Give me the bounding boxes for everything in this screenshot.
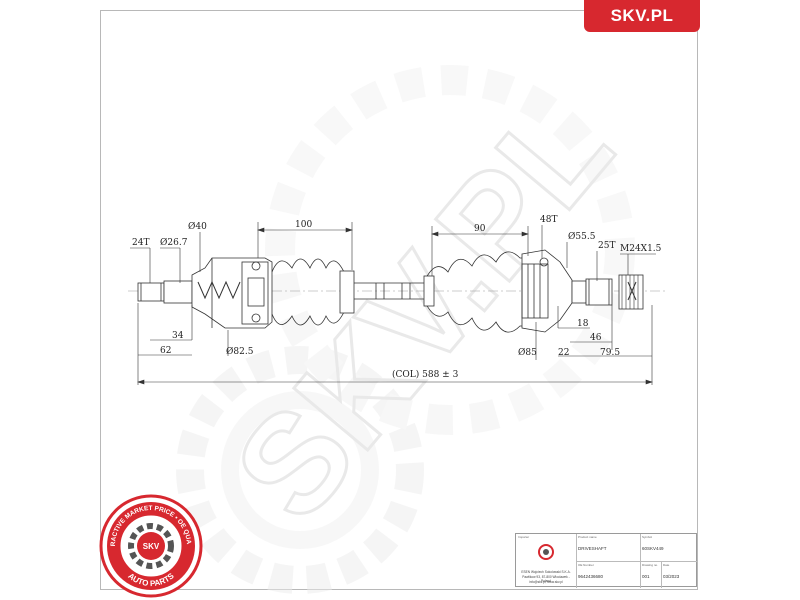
- tb-oe-label: OE Number: [578, 563, 594, 567]
- seal-outer-text: ATTRACTIVE MARKET PRICE • OE QUALITY: [0, 0, 192, 546]
- dimension-labels: 24T Ø26.7 Ø40 100 90 48T Ø55.5 25T M24X1…: [132, 215, 662, 380]
- dim-phi-26-7: Ø26.7: [160, 237, 188, 248]
- brand-logo-tab: SKV.PL: [584, 0, 700, 32]
- dim-62: 62: [160, 346, 171, 356]
- brand-name: SKV.PL: [610, 6, 674, 25]
- tb-company-line1: ESEN Wojciech Sokolowski S.K.A.: [521, 570, 571, 574]
- dim-phi-82-5: Ø82.5: [226, 346, 254, 357]
- title-block: Importer ESEN Wojciech Sokolowski S.K.A.…: [515, 533, 698, 588]
- tb-symbol-value: 60SKV449: [642, 546, 664, 551]
- tb-product-label: Product name: [578, 535, 597, 539]
- dim-18: 18: [577, 319, 589, 329]
- tb-company-line3: info@skv.pl, www.skv.pl: [529, 580, 563, 584]
- tb-date-label: Date: [663, 563, 670, 567]
- dim-m24: M24X1.5: [620, 244, 662, 254]
- tb-importer-logo: [538, 544, 554, 560]
- dim-25t: 25T: [598, 241, 615, 251]
- driveshaft-body: [137, 249, 644, 333]
- dim-phi-55-5: Ø55.5: [568, 231, 596, 242]
- tb-symbol-label: Symbol: [642, 535, 653, 539]
- tb-date-value: 03/2023: [663, 574, 680, 579]
- tb-drawing-no-value: 001: [642, 574, 650, 579]
- dim-34: 34: [172, 331, 184, 341]
- dimension-lines: [130, 222, 656, 385]
- dim-phi-85: Ø85: [518, 347, 537, 358]
- tb-oe-value: 9642436680: [578, 574, 604, 579]
- dim-24t: 24T: [132, 238, 149, 248]
- dim-phi-40: Ø40: [188, 221, 207, 232]
- drawing-frame: [100, 10, 698, 590]
- watermark-gear-logo: [176, 65, 635, 594]
- seal-center-text: SKV: [143, 542, 160, 551]
- tb-importer-label: Importer: [518, 535, 530, 539]
- dim-46: 46: [590, 333, 602, 343]
- tb-drawing-no-label: Drawing no.: [642, 563, 659, 567]
- dim-total-length: (COL) 588 ± 3: [392, 369, 459, 380]
- dim-48t: 48T: [540, 215, 557, 225]
- dim-79-5: 79.5: [600, 348, 620, 358]
- dim-90: 90: [474, 224, 486, 234]
- dim-100: 100: [295, 220, 312, 230]
- tb-product-value: DRIVESHAFT: [578, 546, 607, 551]
- dim-22: 22: [558, 348, 569, 358]
- tb-company-line2: Pawlikow 93, 87-800 Wloclawek - Poland: [522, 575, 570, 583]
